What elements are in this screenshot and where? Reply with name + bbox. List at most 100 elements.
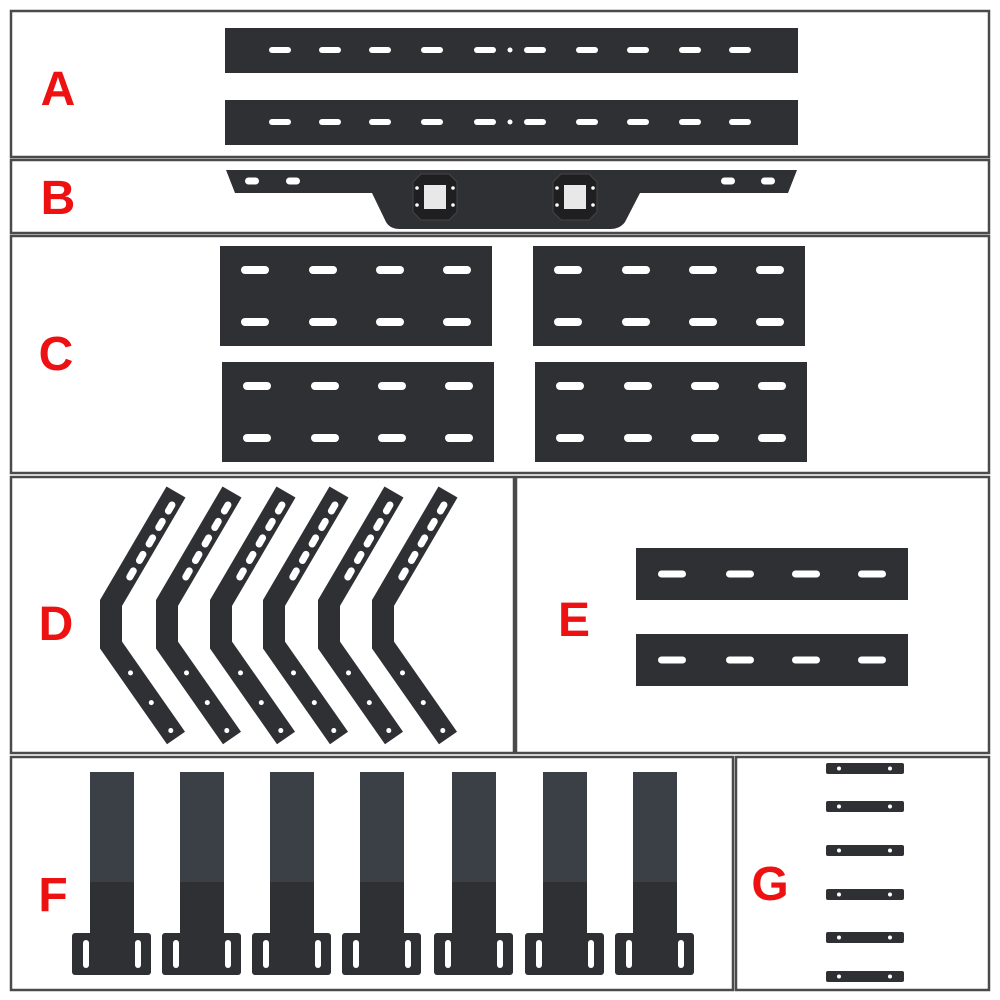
slot-hole: [327, 501, 339, 515]
slot-hole: [556, 382, 584, 390]
upright-base-plate: [525, 933, 604, 975]
round-hole: [184, 670, 189, 676]
slot-hole: [407, 550, 419, 564]
slot-hole: [658, 570, 686, 578]
round-hole: [311, 700, 317, 706]
slot-hole: [729, 119, 751, 125]
panel-label-a: A: [41, 63, 76, 116]
slot-hole: [417, 534, 429, 548]
slot-hole: [588, 940, 594, 968]
slot-hole: [756, 318, 784, 326]
slot-hole: [679, 47, 701, 53]
part-e-plate: [636, 634, 908, 686]
slot-hole: [309, 318, 337, 326]
round-hole: [837, 892, 841, 897]
slot-hole: [792, 570, 820, 578]
slot-hole: [220, 501, 232, 515]
slot-hole: [792, 656, 820, 664]
slot-hole: [421, 119, 443, 125]
slot-hole: [83, 940, 89, 968]
slot-hole: [497, 940, 503, 968]
upright-lower: [270, 882, 314, 936]
slot-hole: [164, 501, 176, 515]
round-hole: [507, 47, 513, 53]
part-a-crossbar: [225, 100, 798, 145]
plate-body: [535, 362, 807, 462]
slot-hole: [524, 119, 546, 125]
part-d-bracket: [318, 486, 404, 745]
slot-hole: [679, 119, 701, 125]
round-hole: [128, 670, 133, 676]
slot-hole: [344, 567, 355, 581]
bracket-body: [372, 486, 458, 745]
flat-bar-body: [826, 889, 904, 900]
slot-hole: [398, 567, 409, 581]
part-f-upright: [342, 772, 421, 975]
round-hole: [366, 700, 372, 706]
slot-hole: [376, 318, 404, 326]
round-hole: [888, 848, 892, 853]
slot-hole: [858, 656, 886, 664]
round-hole: [591, 203, 595, 207]
round-hole: [837, 935, 841, 940]
slot-hole: [376, 266, 404, 274]
slot-hole: [269, 119, 291, 125]
slot-hole: [373, 517, 384, 532]
slot-hole: [678, 940, 684, 968]
slot-hole: [627, 47, 649, 53]
round-hole: [386, 728, 392, 734]
part-f-upright: [252, 772, 331, 975]
bracket-body: [156, 486, 242, 745]
slot-hole: [726, 570, 754, 578]
upright-base-plate: [162, 933, 241, 975]
part-d-bracket: [210, 486, 296, 745]
slot-hole: [421, 47, 443, 53]
slot-hole: [315, 940, 321, 968]
upright-upper: [180, 772, 224, 882]
led-pod: [552, 173, 598, 221]
part-d-bracket: [100, 486, 186, 745]
round-hole: [400, 670, 405, 676]
slot-hole: [761, 177, 775, 185]
slot-hole: [241, 318, 269, 326]
slot-hole: [624, 382, 652, 390]
slot-hole: [269, 47, 291, 53]
flat-bar-body: [826, 801, 904, 812]
part-b-light-bar: [226, 170, 797, 229]
round-hole: [415, 186, 419, 190]
slot-hole: [756, 266, 784, 274]
part-f-upright: [162, 772, 241, 975]
slot-hole: [576, 47, 598, 53]
slot-hole: [691, 382, 719, 390]
slot-hole: [309, 266, 337, 274]
plate-body: [220, 246, 492, 346]
part-d-bracket: [263, 486, 349, 745]
round-hole: [440, 728, 446, 734]
upright-base-plate: [342, 933, 421, 975]
slot-hole: [689, 266, 717, 274]
slot-hole: [318, 517, 329, 532]
slot-hole: [298, 550, 310, 564]
round-hole: [888, 935, 892, 940]
round-hole: [888, 804, 892, 809]
round-hole: [415, 203, 419, 207]
round-hole: [346, 670, 351, 676]
round-hole: [278, 728, 284, 734]
slot-hole: [378, 382, 406, 390]
slot-hole: [554, 266, 582, 274]
flat-bar-body: [826, 932, 904, 943]
slot-hole: [145, 534, 157, 548]
round-hole: [148, 700, 154, 706]
led-lens: [424, 185, 446, 209]
part-g-flat-bar: [826, 889, 904, 900]
part-c-plate: [222, 362, 494, 462]
slot-hole: [729, 47, 751, 53]
slot-hole: [135, 550, 147, 564]
upright-base-plate: [434, 933, 513, 975]
upright-base-plate: [615, 933, 694, 975]
upright-upper: [360, 772, 404, 882]
slot-hole: [726, 656, 754, 664]
round-hole: [555, 186, 559, 190]
slot-hole: [445, 382, 473, 390]
slot-hole: [308, 534, 320, 548]
